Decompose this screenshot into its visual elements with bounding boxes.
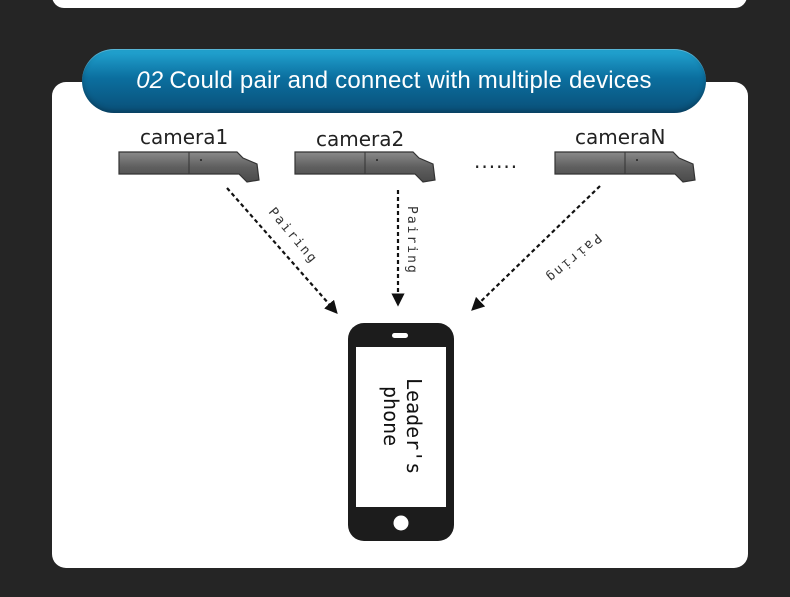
feature-title: Could pair and connect with multiple dev… <box>169 67 652 94</box>
camera1-device <box>118 151 260 183</box>
cameraN-label: cameraN <box>575 125 665 149</box>
pairing-label-1: Pairing <box>265 205 321 267</box>
previous-card <box>52 0 747 8</box>
phone-label-line1: Leader's <box>402 378 426 474</box>
feature-banner: 02 Could pair and connect with multiple … <box>82 49 706 113</box>
phone-home-button <box>393 515 409 531</box>
phone-label-line2: phone <box>379 386 403 446</box>
pairing-arrow-1 <box>226 187 338 314</box>
cameraN-device <box>554 151 696 183</box>
camera1-label: camera1 <box>140 125 228 149</box>
more-cameras-ellipsis: ...... <box>474 149 518 173</box>
leader-phone: Leader's phone <box>348 323 454 541</box>
camera2-label: camera2 <box>316 127 404 151</box>
pairing-label-3: Pairing <box>542 230 604 286</box>
phone-screen <box>356 347 446 507</box>
phone-speaker <box>392 333 408 338</box>
camera2-device <box>294 151 436 183</box>
pairing-label-2: Pairing <box>404 206 419 275</box>
pairing-arrow-3 <box>471 185 601 311</box>
feature-number: 02 <box>136 67 164 94</box>
